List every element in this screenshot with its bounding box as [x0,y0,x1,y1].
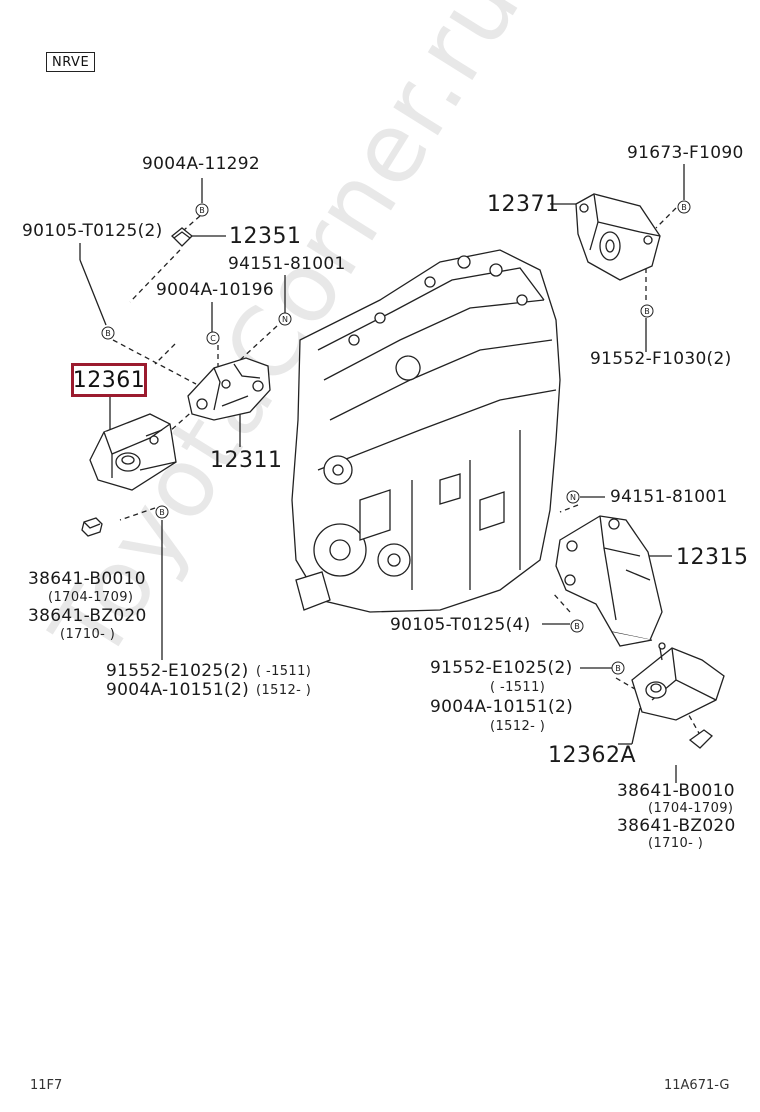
footer-right-code: 11A671-G [664,1078,730,1093]
svg-text:B: B [159,508,165,517]
part-label-12311[interactable]: 12311 [210,448,283,473]
callout-n-2: N [566,490,580,504]
svg-text:B: B [644,307,650,316]
part-label-90105-T0125-2[interactable]: 90105-T0125(2) [22,221,163,241]
part-12315-bracket [555,515,663,647]
callout-b-6: B [570,619,584,633]
part-38641-stopper-right [688,729,713,749]
part-label-38641-BZ020-left[interactable]: 38641-BZ020 [28,606,147,626]
part-label-9004A-10151-2-left[interactable]: 9004A-10151(2) [106,680,250,700]
part-12311-bracket [187,357,271,421]
part-label-38641-B0010-right[interactable]: 38641-B0010 [617,781,735,801]
callout-n-1: N [278,312,292,326]
svg-text:B: B [199,206,205,215]
leader-12362A [631,707,641,745]
part-12361-mount [89,413,177,491]
part-12362A-insulator [631,642,725,721]
part-label-12362A[interactable]: 12362A [548,743,637,768]
date-range-1512-right: (1512- ) [490,719,546,734]
part-label-91552-E1025-2-right[interactable]: 91552-E1025(2) [430,658,573,678]
highlighted-part-12361[interactable]: 12361 [71,363,147,397]
date-range-1704-1709-left: (1704-1709) [48,590,134,605]
part-label-94151-81001-right[interactable]: 94151-81001 [610,487,728,507]
svg-text:C: C [210,334,216,343]
date-range-1512-left: (1512- ) [256,683,312,698]
part-label-12371[interactable]: 12371 [487,192,560,217]
callout-b-4: B [677,200,691,214]
callout-b-2: B [101,326,115,340]
part-label-90105-T0125-4[interactable]: 90105-T0125(4) [390,615,531,635]
part-label-9004A-10196[interactable]: 9004A-10196 [156,280,275,300]
svg-text:B: B [681,203,687,212]
callout-b-7: B [611,661,625,675]
callout-b-5: B [640,304,654,318]
leader-90105-T0125-left [79,259,107,326]
date-range-1511-left: ( -1511) [256,664,312,679]
part-label-91552-F1030-2[interactable]: 91552-F1030(2) [590,349,732,369]
part-label-9004A-11292[interactable]: 9004A-11292 [142,154,261,174]
part-12371-insulator [575,193,661,281]
date-range-1511-right: ( -1511) [490,680,546,695]
part-label-91552-E1025-2-left[interactable]: 91552-E1025(2) [106,661,249,681]
engine-block-drawing [291,249,561,613]
svg-text:B: B [105,329,111,338]
part-label-38641-BZ020-right[interactable]: 38641-BZ020 [617,816,736,836]
footer-left-code: 11F7 [30,1078,63,1093]
callout-b-3: B [155,505,169,519]
part-12351-spacer [171,227,193,247]
part-label-12351[interactable]: 12351 [229,224,302,249]
date-range-1710-right: (1710- ) [648,836,704,851]
part-label-91673-F1090[interactable]: 91673-F1090 [627,143,744,163]
part-38641-stopper-left [81,517,103,537]
date-range-1704-1709-right: (1704-1709) [648,801,734,816]
svg-text:B: B [615,664,621,673]
part-label-94151-81001-left[interactable]: 94151-81001 [228,254,346,274]
date-range-1710-left: (1710- ) [60,627,116,642]
svg-text:B: B [574,622,580,631]
svg-text:N: N [282,315,288,324]
callout-c-1: C [206,331,220,345]
engine-code-tag: NRVE [46,52,96,72]
part-label-12315[interactable]: 12315 [676,545,749,570]
part-label-9004A-10151-2-right[interactable]: 9004A-10151(2) [430,697,574,717]
callout-b-1: B [195,203,209,217]
part-label-38641-B0010-left[interactable]: 38641-B0010 [28,569,146,589]
svg-text:N: N [570,493,576,502]
